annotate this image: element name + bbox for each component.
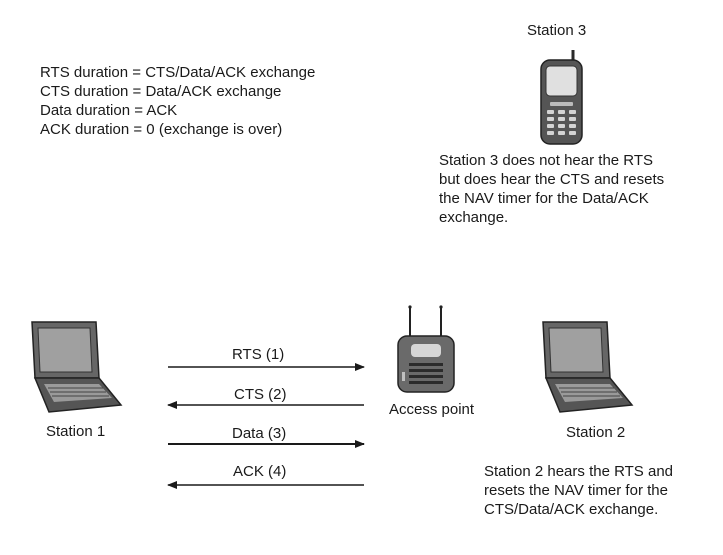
access-point-icon <box>397 305 455 393</box>
duration-notes: RTS duration = CTS/Data/ACK exchange CTS… <box>40 63 315 139</box>
duration-ack: ACK duration = 0 (exchange is over) <box>40 121 283 138</box>
station3-label: Station 3 <box>527 22 587 39</box>
duration-rts: RTS duration = CTS/Data/ACK exchange <box>40 64 316 81</box>
cell-phone-icon <box>540 50 583 145</box>
station1-label: Station 1 <box>46 423 106 440</box>
access-point-label: Access point <box>389 401 475 418</box>
station2-note: Station 2 hears the RTS and resets the N… <box>484 463 674 518</box>
laptop-icon-station2 <box>542 321 634 413</box>
message-label-cts: CTS (2) <box>234 386 287 403</box>
station3-note: Station 3 does not hear the RTS but does… <box>439 152 665 226</box>
duration-data: Data duration = ACK <box>40 102 178 119</box>
message-label-data: Data (3) <box>232 425 287 442</box>
message-arrows <box>167 363 365 489</box>
station2-label: Station 2 <box>566 424 626 441</box>
message-label-ack: ACK (4) <box>233 463 287 480</box>
message-label-rts: RTS (1) <box>232 346 285 363</box>
laptop-icon-station1 <box>31 321 123 413</box>
duration-cts: CTS duration = Data/ACK exchange <box>40 83 282 100</box>
